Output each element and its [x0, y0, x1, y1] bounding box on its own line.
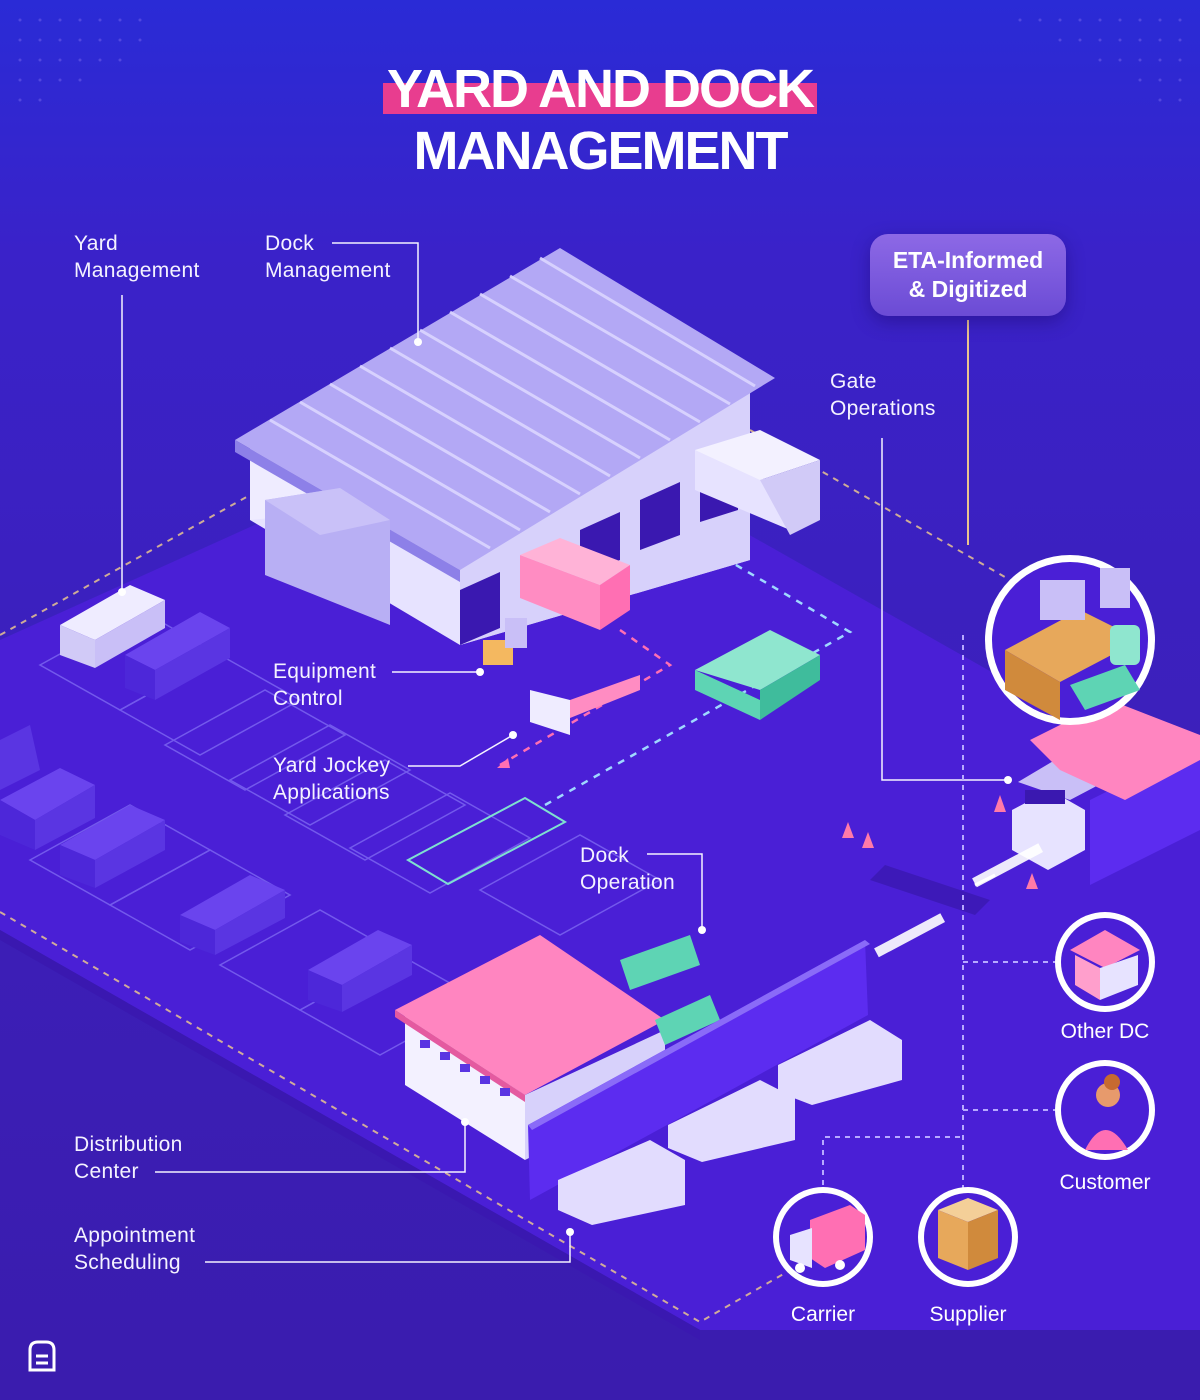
workstation-circle [985, 555, 1155, 725]
label-line: Operation [580, 871, 675, 894]
label-line: Dock [580, 844, 630, 867]
label-line: Yard Jockey [273, 754, 391, 777]
brand-logo-icon [28, 1340, 56, 1372]
leader-dots [118, 338, 1012, 1236]
label-dock-operation: Dock Operation [580, 842, 675, 896]
container-teal [695, 630, 820, 720]
badge-line2: & Digitized [908, 276, 1028, 302]
traffic-cones [842, 795, 1038, 889]
label-gate-operations: Gate Operations [830, 368, 936, 422]
label-line: Control [273, 687, 343, 710]
label-line: Yard [74, 232, 118, 255]
label-line: Center [74, 1160, 139, 1183]
label-line: Dock [265, 232, 315, 255]
container-pink [520, 538, 630, 630]
label-carrier: Carrier [790, 1303, 856, 1326]
yard-ground-edge [0, 930, 700, 1340]
forklift [483, 618, 527, 665]
label-line: Applications [273, 781, 390, 804]
other-dc-icon [1055, 912, 1155, 1012]
label-supplier: Supplier [929, 1303, 1007, 1326]
page-title-line1: YARD AND DOCK [0, 59, 1200, 119]
page-title-line2: MANAGEMENT [413, 121, 789, 181]
network-lines [822, 635, 1055, 1190]
label-distribution-center: Distribution Center [74, 1131, 183, 1185]
title-highlight: YARD AND DOCK [382, 59, 818, 119]
leader-lines [121, 242, 1008, 1263]
appointment-trailers [558, 1020, 902, 1225]
label-yard-jockey: Yard Jockey Applications [273, 752, 390, 806]
flatbed-truck [530, 675, 640, 735]
yard-ground [0, 405, 1200, 1330]
supplier-icon [918, 1187, 1018, 1287]
gate-wall [1090, 745, 1200, 885]
label-equipment-control: Equipment Control [273, 658, 376, 712]
route-arrowhead-pink [497, 758, 510, 768]
yard-trailers [0, 585, 412, 1012]
label-line: Management [74, 259, 200, 282]
label-line: Operations [830, 397, 936, 420]
customer-icon [1055, 1060, 1155, 1160]
route-path [499, 536, 853, 807]
badge-line1: ETA-Informed [892, 247, 1044, 273]
highlighted-slot [405, 796, 568, 886]
label-appointment-scheduling: Appointment Scheduling [74, 1222, 195, 1276]
label-line: Gate [830, 370, 877, 393]
label-line: Scheduling [74, 1251, 181, 1274]
label-line: Management [265, 259, 391, 282]
gate-building-pink [1030, 700, 1200, 800]
label-dock-management: Dock Management [265, 230, 391, 284]
dot-grid-left [18, 18, 142, 102]
eta-badge: ETA-Informed & Digitized [870, 234, 1066, 316]
dock-wall-top [528, 940, 870, 1130]
dock-wall [528, 940, 868, 1200]
label-yard-management: Yard Management [74, 230, 200, 284]
truck-white-top [695, 430, 820, 535]
label-line: Equipment [273, 660, 377, 683]
label-line: Distribution [74, 1133, 183, 1156]
label-other-dc: Other DC [1060, 1020, 1150, 1043]
road [870, 843, 1044, 958]
dot-grid-right [1018, 18, 1182, 102]
label-customer: Customer [1059, 1171, 1151, 1194]
label-line: Appointment [74, 1224, 196, 1247]
carrier-icon [773, 1187, 873, 1287]
